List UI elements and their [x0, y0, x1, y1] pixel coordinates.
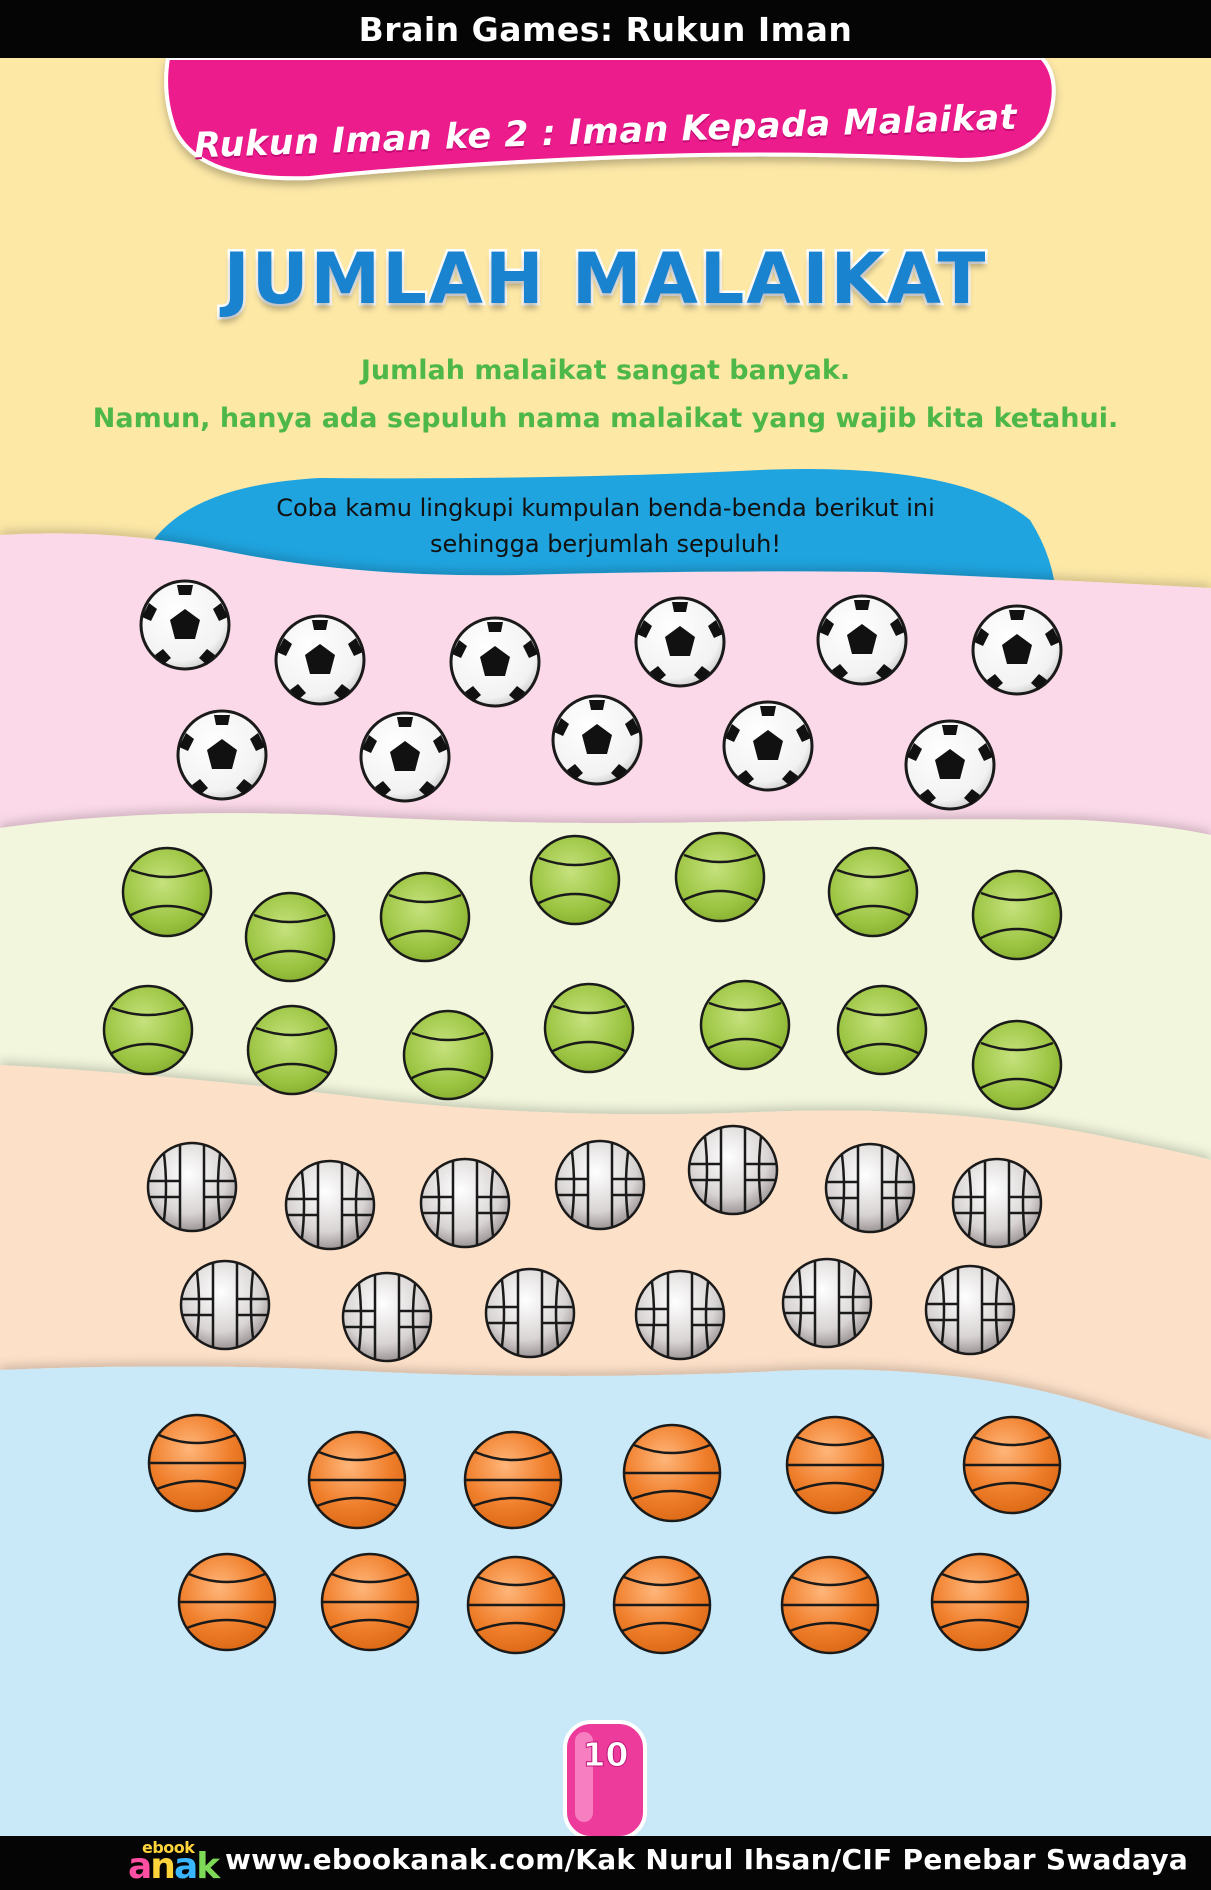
tennis-ball-icon — [529, 834, 621, 926]
soccer-ball-icon — [274, 614, 366, 706]
intro-line-2: Namun, hanya ada sepuluh nama malaikat y… — [92, 403, 1119, 434]
tennis-ball-icon — [244, 891, 336, 983]
volleyball-icon — [179, 1259, 271, 1351]
basketball-icon — [307, 1430, 407, 1530]
tennis-ball-icon — [971, 1019, 1063, 1111]
soccer-balls — [139, 579, 1063, 811]
page-number: 10 — [582, 1735, 629, 1775]
soccer-ball-icon — [449, 616, 541, 708]
basketball-icon — [930, 1552, 1030, 1652]
volleyball-icon — [419, 1157, 511, 1249]
soccer-ball-icon — [139, 579, 231, 671]
tennis-ball-icon — [102, 984, 194, 1076]
tennis-ball-icon — [836, 984, 928, 1076]
tennis-ball-icon — [543, 982, 635, 1074]
intro-line-1: Jumlah malaikat sangat banyak. — [360, 355, 851, 386]
volleyball-icon — [284, 1159, 376, 1251]
soccer-ball-icon — [722, 700, 814, 792]
volleyball-icon — [951, 1157, 1043, 1249]
tennis-ball-icon — [246, 1004, 338, 1096]
basketball-icon — [622, 1423, 722, 1523]
tennis-ball-icon — [121, 846, 213, 938]
volleyball-icon — [554, 1139, 646, 1231]
tennis-balls — [102, 831, 1063, 1111]
soccer-ball-icon — [551, 694, 643, 786]
soccer-ball-icon — [359, 711, 451, 803]
logo-main-text: anak — [128, 1846, 220, 1887]
basketball-icon — [177, 1552, 277, 1652]
volleyball-icon — [341, 1271, 433, 1363]
soccer-ball-icon — [634, 596, 726, 688]
soccer-ball-icon — [971, 604, 1063, 696]
instruction-bubble — [150, 469, 1056, 600]
volleyball-icon — [781, 1257, 873, 1349]
soccer-ball-icon — [176, 709, 268, 801]
basketball-icon — [320, 1552, 420, 1652]
basketball-icon — [466, 1555, 566, 1655]
logo-top-text: ebook — [142, 1838, 195, 1857]
band-basketball — [0, 1366, 1211, 1890]
volleyball-icon — [146, 1141, 238, 1233]
volleyball-icon — [924, 1264, 1016, 1356]
tennis-ball-icon — [699, 979, 791, 1071]
basketball-icon — [785, 1415, 885, 1515]
tennis-ball-icon — [827, 846, 919, 938]
basketballs — [147, 1413, 1062, 1655]
soccer-ball-icon — [904, 719, 996, 811]
page-title: JUMLAH MALAIKAT — [221, 236, 988, 323]
basketball-icon — [962, 1415, 1062, 1515]
tennis-ball-icon — [674, 831, 766, 923]
tennis-ball-icon — [379, 871, 471, 963]
basketball-icon — [463, 1430, 563, 1530]
soccer-ball-icon — [816, 594, 908, 686]
volleyball-icon — [484, 1267, 576, 1359]
volleyballs — [146, 1124, 1043, 1363]
footer-credit: www.ebookanak.com/Kak Nurul Ihsan/CIF Pe… — [225, 1843, 1189, 1876]
footer-bar — [0, 1836, 1211, 1890]
instruction-line-1: Coba kamu lingkupi kumpulan benda-benda … — [276, 494, 935, 522]
header-bar: Brain Games: Rukun Iman — [0, 0, 1211, 58]
basketball-icon — [612, 1555, 712, 1655]
volleyball-icon — [634, 1269, 726, 1361]
tennis-ball-icon — [402, 1009, 494, 1101]
tennis-ball-icon — [971, 869, 1063, 961]
instruction-line-2: sehingga berjumlah sepuluh! — [430, 530, 781, 558]
header-title: Brain Games: Rukun Iman — [358, 10, 853, 49]
volleyball-icon — [687, 1124, 779, 1216]
volleyball-icon — [824, 1142, 916, 1234]
basketball-icon — [780, 1555, 880, 1655]
basketball-icon — [147, 1413, 247, 1513]
subtitle-banner — [164, 56, 1056, 181]
ebookanak-logo: ebook anak — [128, 1838, 220, 1888]
